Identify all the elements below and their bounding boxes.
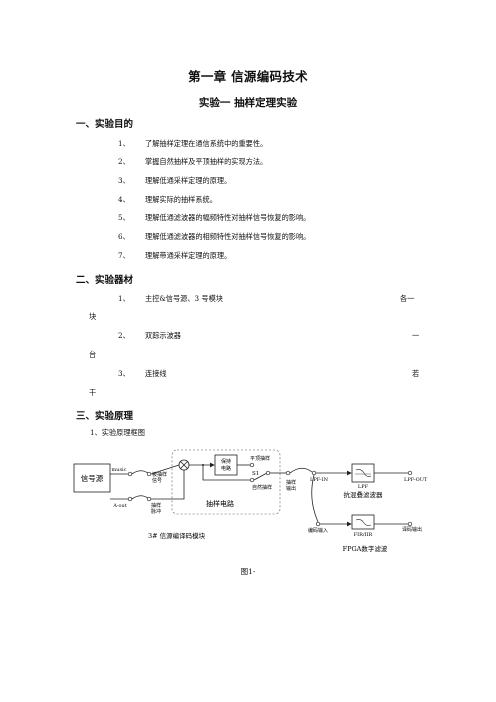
fir-iir-label: FIR/IIR [354, 532, 373, 538]
list-item-num: 4、 [118, 195, 130, 204]
lpf-label: LPF [358, 484, 369, 490]
lpf-icon [355, 469, 372, 477]
section-heading-principle: 三、实验原理 [76, 411, 134, 422]
list-item: 连接线 [145, 369, 167, 378]
sampling-circuit-box [171, 449, 281, 515]
a-out-label: A-out [112, 503, 127, 509]
lpf-out-terminal [407, 470, 413, 476]
sampled-signal-terminal [146, 471, 152, 477]
hold-circuit-label: 保持电路 [221, 458, 231, 472]
sampling-pulse-label: 抽样脉冲 [151, 502, 161, 515]
signal-source-label: 信号源 [81, 473, 104, 483]
list-item-num: 5、 [118, 213, 130, 222]
natural-label: 自然抽样 [252, 484, 272, 491]
sampled-signal-label: 被抽样信号 [152, 471, 167, 484]
list-item: 掌握自然抽样及平顶抽样的实现方法。 [145, 157, 268, 166]
equipment-qty-wrap: 块 [89, 312, 97, 321]
lpf-box [351, 463, 375, 483]
hold-circuit-box [214, 454, 238, 476]
natural-terminal [249, 477, 255, 483]
list-item-num: 6、 [118, 232, 130, 241]
signal-source-box [73, 463, 111, 493]
equipment-qty: 若 [412, 369, 420, 378]
equipment-qty-wrap: 干 [89, 388, 97, 397]
decode-out-label: 译码输出 [402, 526, 422, 533]
flat-top-label: 平顶抽样 [250, 455, 270, 462]
equipment-qty-wrap: 台 [89, 350, 97, 359]
principle-subheading: 1、实验原理框图 [90, 428, 145, 437]
list-item-num: 2、 [118, 331, 130, 340]
section-heading-objectives: 一、实验目的 [76, 119, 134, 130]
s1-label: S1 [252, 471, 259, 477]
list-item: 理解低通采样定理的原理。 [145, 176, 232, 185]
decode-in-terminal [315, 521, 321, 527]
decode-in-label: 编码输入 [308, 527, 328, 534]
switch-s1-icon [253, 472, 268, 481]
list-item: 理解低通滤波器的幅频特性对抽样信号恢复的影响。 [145, 213, 311, 222]
filter-icon [355, 519, 372, 526]
block-diagram: 信号源 music A-out 被抽样信号 抽样脉冲 抽样电路 保持电路 平顶抽… [73, 449, 428, 553]
music-terminal [127, 471, 133, 477]
equipment-qty: 各一 [400, 294, 415, 303]
fir-iir-box [351, 514, 375, 530]
experiment-title: 实验一 抽样定理实验 [198, 97, 298, 109]
section-heading-equipment: 二、实验器材 [76, 275, 134, 286]
list-item-num: 3、 [118, 176, 130, 185]
lpf-in-terminal [311, 470, 317, 476]
anti-alias-label: 抗混叠滤波器 [344, 490, 384, 499]
list-item: 主控&信号源、3 号模块 [145, 294, 223, 303]
list-item: 理解低通滤波器的相频特性对抽样信号恢复的影响。 [145, 232, 311, 241]
lpf-out-label: LPF-OUT [404, 477, 428, 483]
list-item: 理解带通采样定理的原理。 [145, 251, 232, 260]
figure-caption: 图1- [240, 567, 256, 576]
list-item-num: 1、 [118, 294, 130, 303]
lpf-in-label: LPF-IN [310, 477, 329, 483]
sampling-circuit-label: 抽样电路 [206, 499, 234, 508]
music-label: music [112, 467, 127, 473]
equipment-qty: 一 [412, 331, 420, 340]
decode-out-terminal [407, 521, 413, 527]
flat-top-terminal [249, 462, 255, 468]
sample-out-label: 抽样输出 [286, 479, 296, 492]
list-item: 了解抽样定理在通信系统中的重要性。 [145, 139, 268, 148]
list-item-num: 1、 [118, 139, 130, 148]
list-item-num: 7、 [118, 251, 130, 260]
chapter-title: 第一章 信源编码技术 [188, 69, 308, 84]
sampling-pulse-terminal [146, 496, 152, 502]
a-out-terminal [127, 496, 133, 502]
list-item-num: 2、 [118, 157, 130, 166]
fpga-label: FPGA数字滤波 [343, 544, 388, 553]
list-item: 双踪示波器 [145, 331, 181, 340]
sample-out-terminal [285, 470, 291, 476]
list-item-num: 3、 [118, 369, 130, 378]
module-label: 3# 信源编译码模块 [148, 531, 206, 540]
list-item: 理解实际的抽样系统。 [145, 195, 217, 204]
